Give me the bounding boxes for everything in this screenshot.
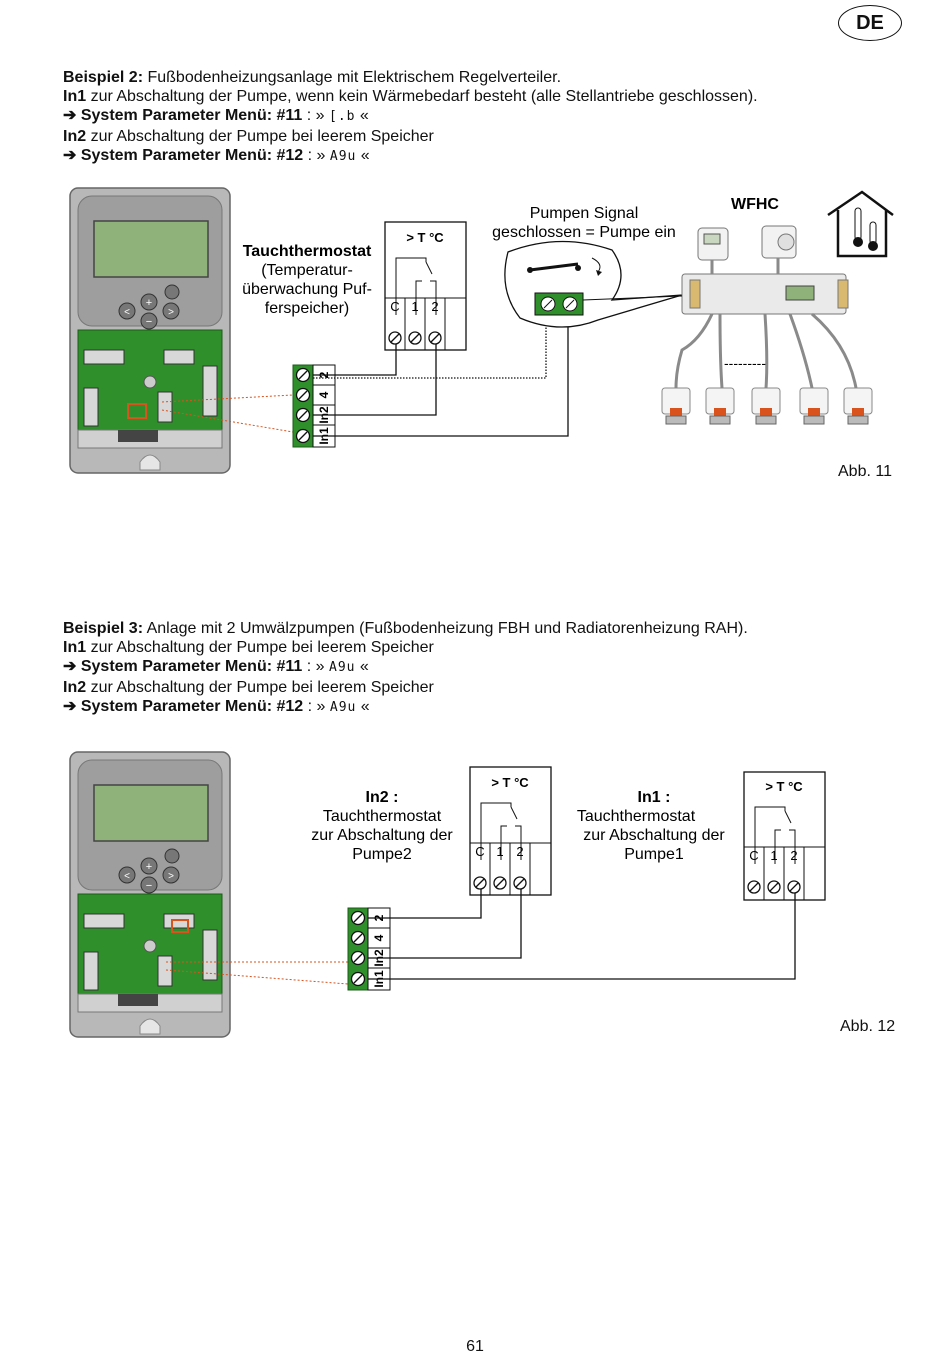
terminal-c: C bbox=[475, 844, 484, 859]
right-button-icon bbox=[162, 866, 180, 884]
terminal-c: C bbox=[390, 299, 399, 314]
terminal-2: 2 bbox=[431, 299, 438, 314]
terminal-1: 1 bbox=[411, 299, 418, 314]
thermostat-header: > T °C bbox=[765, 779, 803, 794]
wfhc-distributor bbox=[582, 273, 849, 315]
example3-text: Beispiel 3: Anlage mit 2 Umwälzpumpen (F… bbox=[63, 619, 748, 717]
thermostat-box-in1: > T °C C 1 2 bbox=[743, 771, 826, 901]
terminal-label-4: 4 bbox=[317, 391, 331, 398]
example3-param-11: ➔ System Parameter Menü: #11 : » A9u « bbox=[63, 658, 369, 676]
thermostat-box: > T °C C 1 2 bbox=[384, 221, 467, 351]
example3-in1-desc: In1 zur Abschaltung der Pumpe bei leerem… bbox=[63, 639, 434, 657]
right-button-icon bbox=[162, 302, 180, 320]
thermostat-desc-line: ferspeicher) bbox=[265, 300, 349, 317]
controller-display bbox=[93, 784, 209, 842]
in2-title: In2 : bbox=[366, 789, 399, 806]
svg-text:−: − bbox=[146, 880, 152, 892]
thermostat-desc-line: (Temperatur- bbox=[261, 262, 353, 279]
wiring-fig11 bbox=[313, 315, 569, 437]
example3-heading: Beispiel 3: Anlage mit 2 Umwälzpumpen (F… bbox=[63, 620, 748, 637]
actuators bbox=[661, 387, 873, 425]
controller-terminal-block: 2 4 In2 In1 bbox=[347, 907, 391, 991]
in2-desc-line: Tauchthermostat bbox=[323, 808, 442, 825]
terminal-c: C bbox=[749, 848, 758, 863]
house-thermometer-icon bbox=[827, 190, 894, 258]
left-button-icon bbox=[118, 302, 136, 320]
terminal-label-4: 4 bbox=[372, 934, 386, 941]
language-badge: DE bbox=[838, 5, 902, 41]
example3-in2-desc: In2 zur Abschaltung der Pumpe bei leerem… bbox=[63, 678, 434, 696]
controller-display bbox=[93, 220, 209, 278]
pump-signal-bubble bbox=[504, 240, 683, 328]
thermostat-desc-line: überwachung Puf- bbox=[242, 281, 372, 298]
figure-11-caption: Abb. 11 bbox=[838, 463, 892, 480]
svg-text:>: > bbox=[168, 871, 174, 882]
wiring-fig12 bbox=[368, 889, 796, 980]
thermostat-header: > T °C bbox=[491, 775, 529, 790]
pump-signal-label: Pumpen Signal bbox=[530, 205, 639, 222]
controller-terminal-block: 2 4 In2 In1 bbox=[292, 364, 336, 448]
figure-12: + < > − 2 4 In2 In1 bbox=[69, 751, 826, 1038]
left-button-icon bbox=[118, 866, 136, 884]
controller-unit: + < > − bbox=[69, 751, 349, 1038]
in1-desc-line: Tauchthermostat bbox=[577, 808, 696, 825]
figure-11: + < > − 2 4 In2 In1 bbox=[69, 187, 894, 474]
room-thermostats bbox=[697, 225, 797, 261]
example2-heading: Beispiel 2: Fußbodenheizungsanlage mit E… bbox=[63, 69, 562, 86]
page-number: 61 bbox=[466, 1338, 484, 1355]
wfhc-label: WFHC bbox=[731, 196, 779, 213]
wfhc-cables bbox=[674, 258, 858, 389]
minus-button-icon bbox=[140, 312, 158, 330]
in1-title: In1 : bbox=[638, 789, 671, 806]
example2-in2-desc: In2 zur Abschaltung der Pumpe bei leerem… bbox=[63, 127, 434, 145]
plus-button-icon bbox=[140, 293, 158, 311]
in2-desc-line: Pumpe2 bbox=[352, 846, 412, 863]
thermostat-box-in2: > T °C C 1 2 bbox=[469, 766, 552, 896]
pump-signal-desc: geschlossen = Pumpe ein bbox=[492, 224, 676, 241]
controller-unit: + < > − bbox=[69, 187, 294, 474]
wfhc-dashes: --------- bbox=[724, 355, 766, 371]
terminal-1: 1 bbox=[496, 844, 503, 859]
in2-desc-line: zur Abschaltung der bbox=[311, 827, 453, 844]
menu-button-icon bbox=[164, 284, 180, 300]
svg-text:>: > bbox=[168, 307, 174, 318]
thermostat-title: Tauchthermostat bbox=[243, 243, 372, 260]
terminal-1: 1 bbox=[770, 848, 777, 863]
example2-param-12: ➔ System Parameter Menü: #12 : » A9u « bbox=[63, 146, 370, 164]
terminal-2: 2 bbox=[516, 844, 523, 859]
thermostat-header: > T °C bbox=[406, 230, 444, 245]
svg-text:+: + bbox=[146, 861, 152, 873]
svg-text:<: < bbox=[124, 307, 130, 318]
in1-desc-line: Pumpe1 bbox=[624, 846, 684, 863]
terminal-2: 2 bbox=[790, 848, 797, 863]
svg-text:+: + bbox=[146, 297, 152, 309]
menu-button-icon bbox=[164, 848, 180, 864]
svg-text:<: < bbox=[124, 871, 130, 882]
in1-desc-line: zur Abschaltung der bbox=[583, 827, 725, 844]
plus-button-icon bbox=[140, 857, 158, 875]
svg-text:−: − bbox=[146, 316, 152, 328]
figure-12-caption: Abb. 12 bbox=[840, 1018, 896, 1035]
example2-param-11: ➔ System Parameter Menü: #11 : » [.b « bbox=[63, 107, 369, 125]
example2-in1-desc: In1 zur Abschaltung der Pumpe, wenn kein… bbox=[63, 88, 758, 106]
example2-text: Beispiel 2: Fußbodenheizungsanlage mit E… bbox=[63, 68, 758, 166]
example3-param-12: ➔ System Parameter Menü: #12 : » A9u « bbox=[63, 697, 370, 715]
minus-button-icon bbox=[140, 876, 158, 894]
